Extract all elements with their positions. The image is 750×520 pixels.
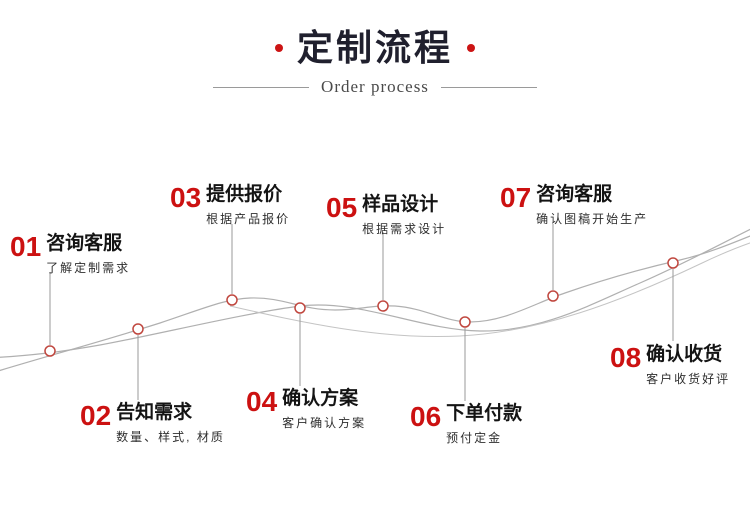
- page-subtitle: Order process: [321, 77, 429, 97]
- step-01-number: 01: [10, 231, 42, 262]
- page-title: 定制流程: [296, 27, 453, 68]
- flow-curve-secondary: [0, 228, 750, 358]
- node-07: [547, 290, 559, 302]
- title-dot-left-icon: [274, 43, 283, 52]
- step-04-text: 确认方案 客户确认方案: [282, 388, 366, 431]
- flow-curve-tertiary: [229, 242, 750, 338]
- step-05-text: 样品设计 根据需求设计: [362, 194, 446, 237]
- title-row: 定制流程: [0, 26, 750, 69]
- step-03-title: 提供报价: [206, 184, 283, 205]
- node-01: [44, 345, 56, 357]
- flow-curve-main: [0, 235, 750, 372]
- step-01: 01 咨询客服 了解定制需求: [10, 233, 130, 276]
- step-08: 08 确认收货 客户收货好评: [610, 344, 730, 387]
- step-06-title: 下单付款: [446, 403, 523, 424]
- step-03: 03 提供报价 根据产品报价: [170, 184, 290, 227]
- step-03-desc: 根据产品报价: [206, 211, 291, 226]
- step-06-number: 06: [410, 401, 442, 432]
- step-07-number: 07: [500, 182, 532, 213]
- step-01-desc: 了解定制需求: [46, 260, 131, 275]
- node-02: [132, 323, 144, 335]
- step-07: 07 咨询客服 确认图稿开始生产: [500, 184, 648, 227]
- step-04-title: 确认方案: [282, 388, 359, 409]
- node-04: [294, 302, 306, 314]
- step-06: 06 下单付款 预付定金: [410, 403, 522, 446]
- step-02-text: 告知需求 数量、样式, 材质: [116, 402, 225, 445]
- step-07-text: 咨询客服 确认图稿开始生产: [536, 184, 648, 227]
- node-06: [459, 316, 471, 328]
- subtitle-rule-right: [440, 86, 537, 88]
- step-03-number: 03: [170, 182, 202, 213]
- step-08-desc: 客户收货好评: [646, 371, 731, 386]
- step-08-title: 确认收货: [646, 344, 723, 365]
- step-04-desc: 客户确认方案: [282, 415, 367, 430]
- step-04: 04 确认方案 客户确认方案: [246, 388, 366, 431]
- step-01-title: 咨询客服: [46, 233, 123, 254]
- step-05-number: 05: [326, 192, 358, 223]
- subtitle-rule-left: [213, 86, 310, 88]
- node-05: [377, 300, 389, 312]
- step-01-text: 咨询客服 了解定制需求: [46, 233, 130, 276]
- step-04-number: 04: [246, 386, 278, 417]
- step-02: 02 告知需求 数量、样式, 材质: [80, 402, 225, 445]
- step-03-text: 提供报价 根据产品报价: [206, 184, 290, 227]
- step-08-text: 确认收货 客户收货好评: [646, 344, 730, 387]
- node-08: [667, 257, 679, 269]
- step-05: 05 样品设计 根据需求设计: [326, 194, 446, 237]
- subtitle-row: Order process: [0, 77, 750, 97]
- step-08-number: 08: [610, 342, 642, 373]
- step-05-title: 样品设计: [362, 194, 439, 215]
- step-06-text: 下单付款 预付定金: [446, 403, 522, 446]
- header: 定制流程 Order process: [0, 26, 750, 97]
- step-07-title: 咨询客服: [536, 184, 613, 205]
- step-02-number: 02: [80, 400, 112, 431]
- step-02-title: 告知需求: [116, 402, 193, 423]
- title-dot-right-icon: [467, 43, 475, 52]
- step-07-desc: 确认图稿开始生产: [536, 211, 649, 226]
- step-02-desc: 数量、样式, 材质: [116, 429, 225, 444]
- step-05-desc: 根据需求设计: [362, 221, 447, 236]
- node-03: [226, 294, 238, 306]
- step-06-desc: 预付定金: [446, 430, 503, 445]
